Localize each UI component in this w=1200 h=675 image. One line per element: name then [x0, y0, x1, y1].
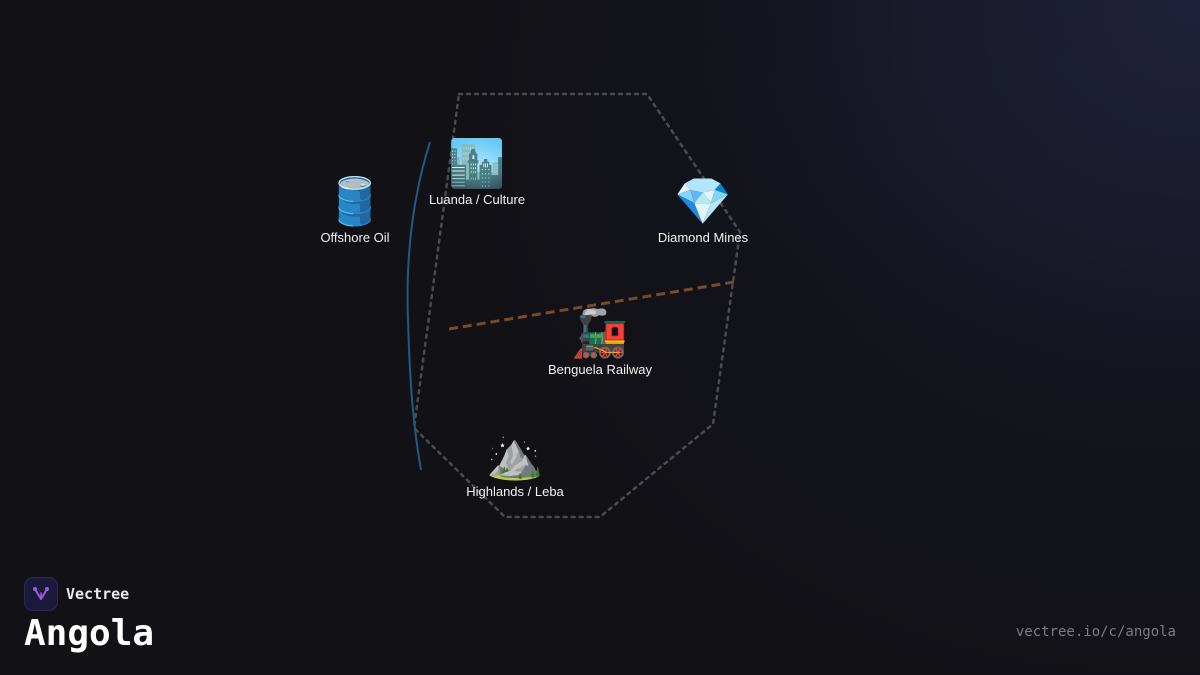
- country-border: [412, 92, 742, 519]
- mountain-icon: ⛰️: [486, 428, 544, 482]
- coastline: [406, 141, 431, 471]
- marker-label: Benguela Railway: [547, 362, 653, 377]
- marker-highlands[interactable]: ⛰️ Highlands / Leba: [466, 428, 564, 499]
- oil-barrel-icon: 🛢️: [326, 174, 384, 228]
- marker-diamond-mines[interactable]: 💎 Diamond Mines: [658, 174, 748, 245]
- railway-line: [448, 280, 735, 331]
- marker-luanda[interactable]: 🏙️ Luanda / Culture: [429, 136, 525, 207]
- marker-offshore-oil[interactable]: 🛢️ Offshore Oil: [320, 174, 389, 245]
- vectree-logo-icon: [24, 577, 58, 611]
- marker-label: Highlands / Leba: [466, 484, 564, 499]
- brand[interactable]: Vectree: [24, 577, 129, 611]
- marker-label: Diamond Mines: [657, 230, 749, 245]
- cityscape-icon: 🏙️: [448, 136, 506, 190]
- page-title: Angola: [24, 613, 155, 654]
- gem-icon: 💎: [674, 174, 732, 228]
- brand-name: Vectree: [66, 585, 130, 603]
- locomotive-icon: 🚂: [571, 306, 629, 360]
- marker-benguela-railway[interactable]: 🚂 Benguela Railway: [548, 306, 652, 377]
- marker-label: Luanda / Culture: [428, 192, 526, 207]
- marker-label: Offshore Oil: [320, 230, 390, 245]
- page-url[interactable]: vectree.io/c/angola: [1015, 624, 1176, 640]
